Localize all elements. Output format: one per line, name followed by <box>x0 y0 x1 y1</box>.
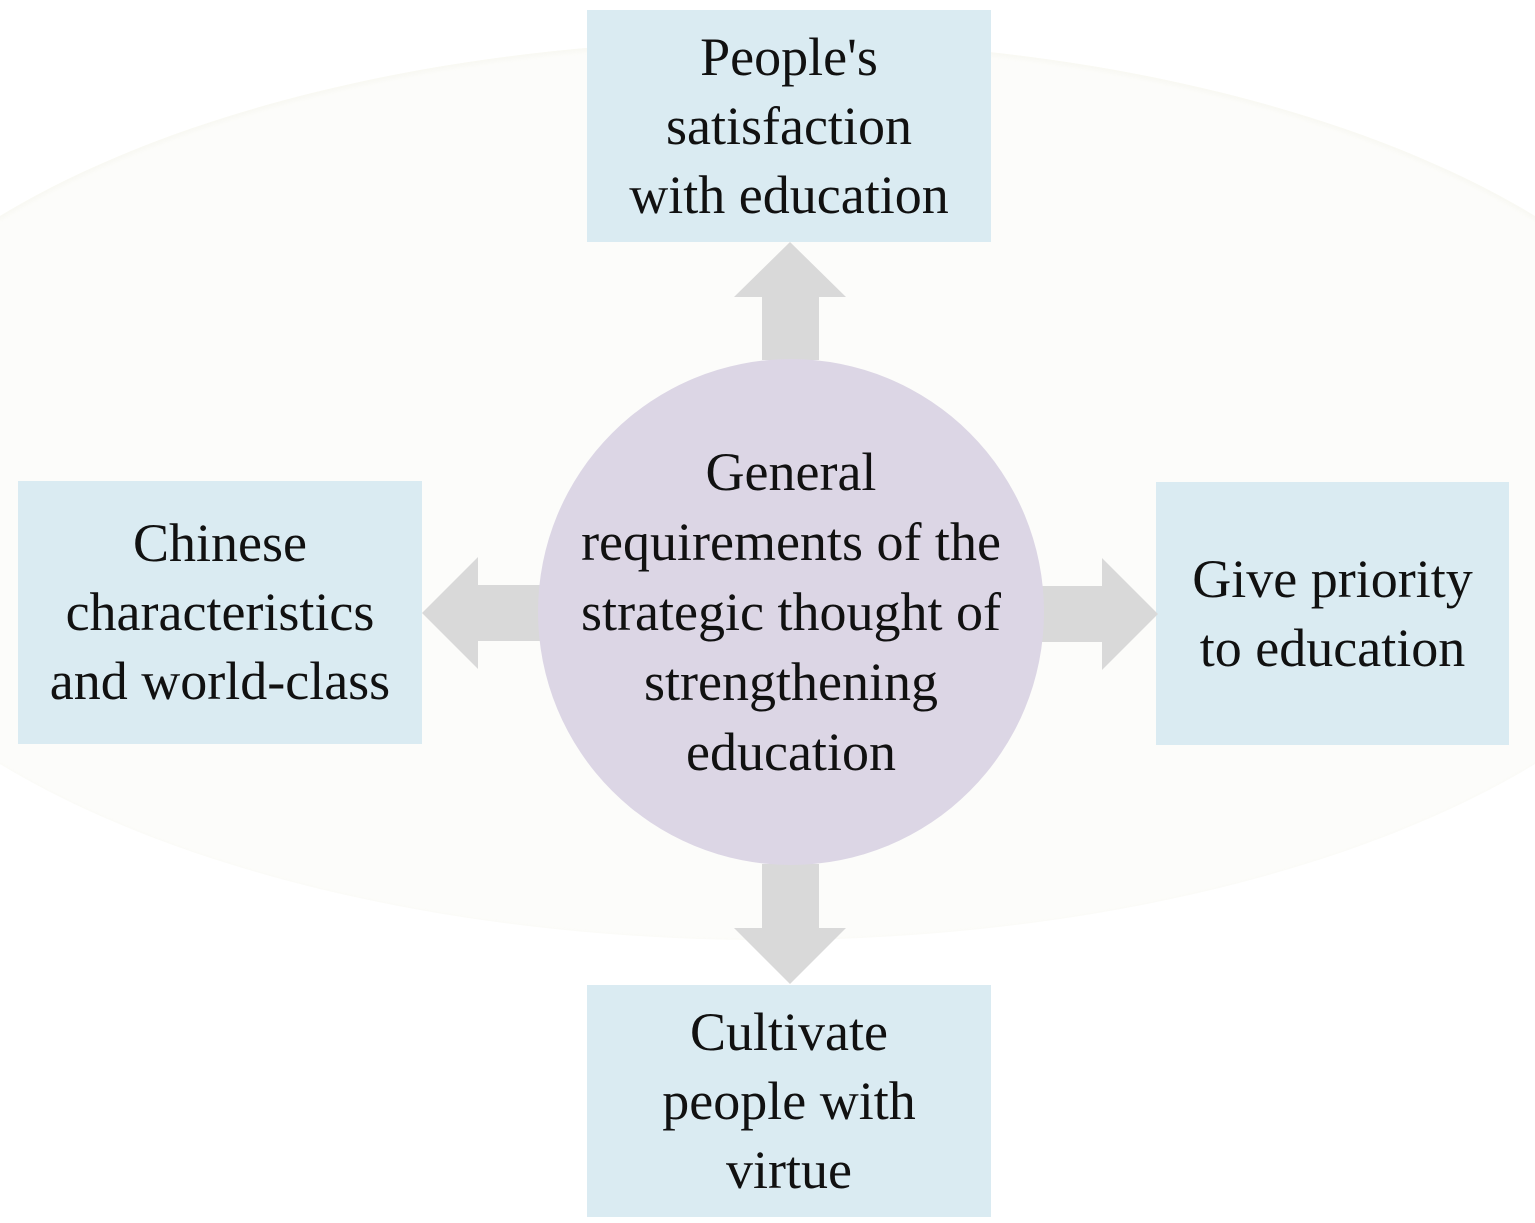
node-cultivate-people: Cultivate people with virtue <box>587 985 991 1217</box>
node-label: Cultivate people with virtue <box>662 1001 916 1200</box>
center-label: General requirements of the strategic th… <box>581 442 1001 782</box>
arrow-right-icon <box>1040 558 1158 670</box>
arrow-left-icon <box>422 557 542 669</box>
arrow-down-icon <box>734 864 846 984</box>
node-label: Chinese characteristics and world-class <box>49 513 391 711</box>
node-peoples-satisfaction: People's satisfaction with education <box>587 10 991 242</box>
arrow-up-icon <box>734 242 846 360</box>
node-give-priority: Give priority to education <box>1156 482 1509 745</box>
center-concept: General requirements of the strategic th… <box>538 359 1044 865</box>
node-label: People's satisfaction with education <box>629 26 949 225</box>
node-label: Give priority to education <box>1192 548 1473 678</box>
node-chinese-characteristics: Chinese characteristics and world-class <box>18 481 422 744</box>
